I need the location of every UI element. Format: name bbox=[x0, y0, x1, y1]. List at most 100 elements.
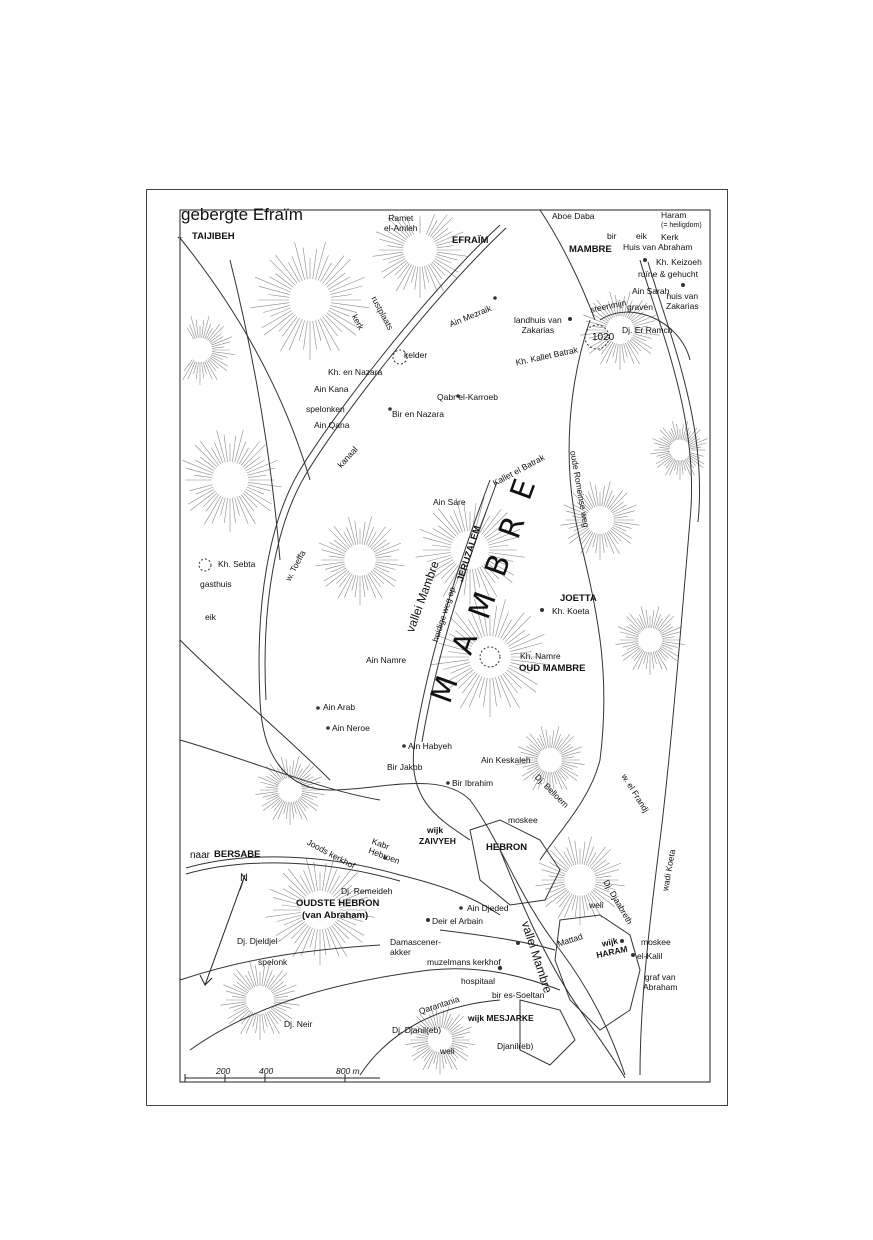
hatch-stroke bbox=[333, 872, 358, 897]
hatch-stroke bbox=[537, 737, 545, 750]
hatch-stroke bbox=[669, 459, 677, 476]
hatch-stroke bbox=[434, 633, 471, 650]
label-damascener: Damascener- akker bbox=[390, 937, 442, 957]
hatch-stroke bbox=[608, 490, 623, 510]
hatch-stroke bbox=[633, 333, 652, 339]
hatch-stroke bbox=[564, 894, 575, 918]
hatch-stroke bbox=[402, 219, 412, 236]
hatch-stroke bbox=[270, 307, 291, 317]
hatch-stroke bbox=[628, 300, 643, 320]
hatch-stroke bbox=[220, 497, 226, 516]
hatch-stroke bbox=[483, 677, 488, 707]
hatch-stroke bbox=[681, 424, 684, 440]
hatch-stroke bbox=[595, 869, 620, 877]
hatch-stroke bbox=[269, 763, 283, 781]
hatch-stroke bbox=[482, 604, 488, 637]
hatch-stroke bbox=[212, 346, 225, 349]
hatch-stroke bbox=[265, 912, 301, 918]
hatch-stroke bbox=[301, 794, 314, 800]
hatch-stroke bbox=[563, 851, 573, 867]
hatch-stroke bbox=[628, 340, 639, 355]
hatch-stroke bbox=[637, 617, 645, 630]
hatch-stroke bbox=[660, 626, 674, 635]
hatch-stroke bbox=[210, 336, 224, 345]
hatch-stroke bbox=[587, 490, 595, 508]
hatch-stroke bbox=[407, 1026, 429, 1036]
hatch-stroke bbox=[625, 300, 633, 318]
hatch-stroke bbox=[236, 441, 247, 464]
hatch-stroke bbox=[606, 495, 615, 509]
hatch-stroke bbox=[255, 965, 259, 987]
label-spelonk: spelonk bbox=[258, 957, 288, 967]
hatch-stroke bbox=[688, 455, 705, 465]
hatch-stroke bbox=[313, 862, 318, 891]
hatch-stroke bbox=[540, 726, 548, 749]
hatch-stroke bbox=[328, 276, 350, 290]
hatch-stroke bbox=[374, 565, 390, 573]
hatch-stroke bbox=[299, 875, 311, 894]
hatch-stroke bbox=[637, 651, 646, 670]
hatch-stroke bbox=[643, 651, 648, 664]
hatch-stroke bbox=[232, 497, 236, 523]
hatch-stroke bbox=[423, 537, 452, 546]
hatch-stroke bbox=[676, 460, 679, 475]
hatch-stroke bbox=[208, 358, 219, 369]
hatch-stroke bbox=[561, 762, 578, 768]
hatch-stroke bbox=[333, 923, 350, 940]
hatch-stroke bbox=[322, 929, 327, 956]
hatch-stroke bbox=[372, 539, 387, 551]
hatch-stroke bbox=[436, 245, 454, 249]
hatch-stroke bbox=[451, 1044, 464, 1050]
hatch-stroke bbox=[204, 361, 213, 380]
label-el-kalil: el-Kalil bbox=[637, 951, 663, 961]
hatch-stroke bbox=[386, 245, 404, 249]
hatch-stroke bbox=[229, 1008, 250, 1024]
hatch-stroke bbox=[592, 326, 607, 329]
hatch-stroke bbox=[612, 525, 627, 532]
hatch-stroke bbox=[578, 529, 591, 542]
label-kh-en-nazara: Kh. en Nazara bbox=[328, 367, 383, 377]
hatch-stroke bbox=[261, 1013, 265, 1033]
hatch-stroke bbox=[495, 677, 502, 698]
hatch-stroke bbox=[585, 494, 594, 509]
hatch-stroke bbox=[557, 893, 573, 919]
hatch-stroke bbox=[552, 726, 560, 749]
hatch-stroke bbox=[236, 969, 252, 990]
hatch-stroke bbox=[338, 914, 364, 922]
hatch-stroke bbox=[562, 761, 585, 765]
hatch-stroke bbox=[288, 885, 305, 899]
hatch-stroke bbox=[275, 254, 298, 284]
hatch-stroke bbox=[601, 485, 605, 507]
hatch-stroke bbox=[629, 339, 642, 352]
hatch-stroke bbox=[269, 259, 296, 286]
hatch-stroke bbox=[249, 961, 257, 987]
hatch-stroke bbox=[273, 1003, 292, 1009]
hatch-stroke bbox=[468, 619, 480, 639]
hatch-stroke bbox=[331, 869, 352, 895]
hatch-stroke bbox=[445, 1050, 458, 1070]
hatch-stroke bbox=[460, 675, 480, 709]
hatch-stroke bbox=[214, 442, 224, 464]
hatch-stroke bbox=[321, 549, 345, 557]
hatch-stroke bbox=[209, 357, 228, 371]
hatch-stroke bbox=[574, 895, 579, 918]
hatch-stroke bbox=[481, 565, 496, 584]
hatch-stroke bbox=[211, 336, 232, 346]
hatch-stroke bbox=[626, 644, 639, 650]
hatch-stroke bbox=[204, 323, 211, 339]
hatch-stroke bbox=[587, 893, 603, 919]
hatch-stroke bbox=[432, 528, 454, 541]
hatch-stroke bbox=[595, 875, 612, 879]
hatch-stroke bbox=[605, 490, 613, 508]
hatch-stroke bbox=[292, 926, 311, 957]
hatch-stroke bbox=[252, 1013, 257, 1028]
hatch-stroke bbox=[317, 255, 329, 281]
hatch-stroke bbox=[688, 438, 701, 446]
hatch-stroke bbox=[453, 509, 463, 533]
hatch-stroke bbox=[450, 1026, 464, 1035]
hatch-stroke bbox=[508, 633, 530, 647]
hatch-stroke bbox=[288, 868, 309, 895]
label-kh-namre: Kh. Namre bbox=[520, 651, 561, 661]
hatch-stroke bbox=[555, 770, 568, 790]
hatch-stroke bbox=[326, 272, 346, 288]
